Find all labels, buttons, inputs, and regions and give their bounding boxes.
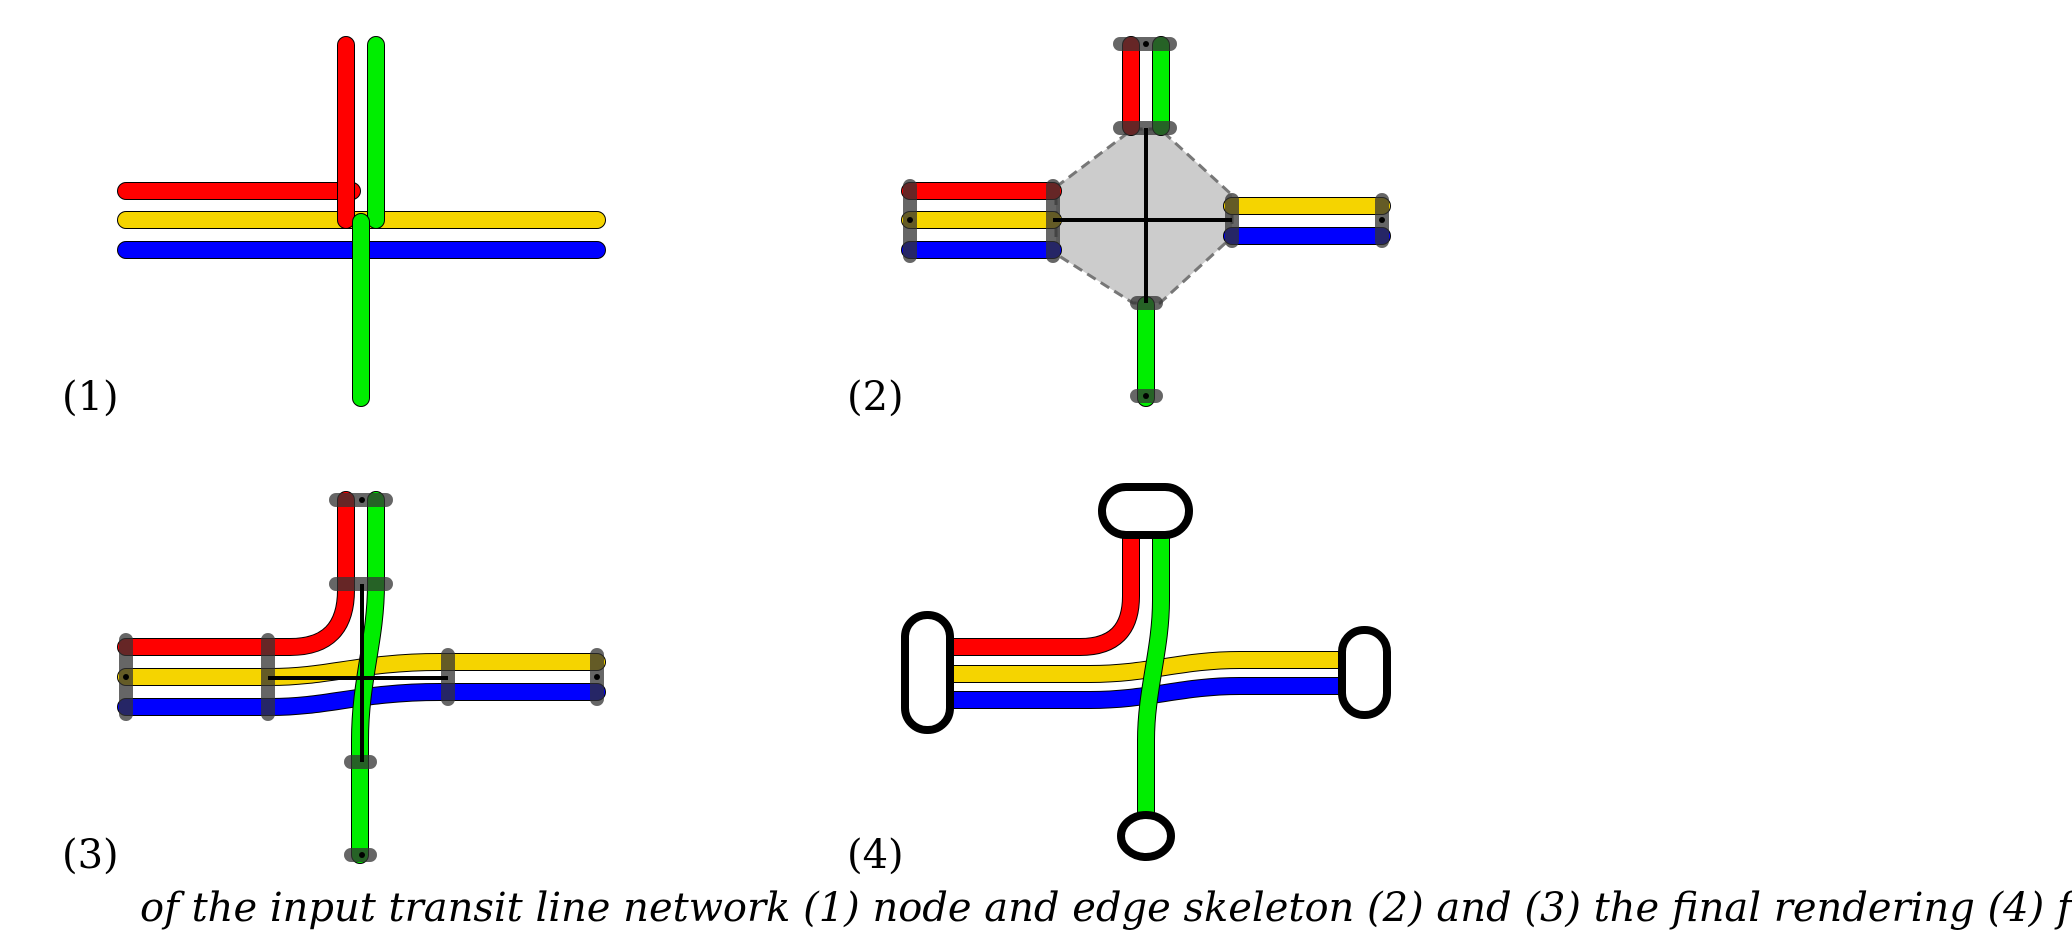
panel-1-input-network: (1) <box>62 36 606 420</box>
panel-label-3: (3) <box>62 832 119 878</box>
station-markers <box>901 483 1391 861</box>
station-right <box>1338 626 1391 719</box>
figure-caption: of the input transit line network (1) no… <box>0 885 2072 931</box>
panel-4-final-rendering: (4) <box>847 483 1391 878</box>
station-bottom <box>1117 811 1175 861</box>
final-lines <box>952 535 1340 815</box>
station-top <box>1098 483 1193 539</box>
panel-label-1: (1) <box>62 374 119 420</box>
left-stubs <box>901 182 1062 259</box>
skeleton-nodes <box>907 41 1385 399</box>
station-left <box>901 611 954 734</box>
panel-label-2: (2) <box>847 374 904 420</box>
top-stubs <box>1122 36 1170 136</box>
panel-3-routing: (3) <box>62 491 606 878</box>
right-stubs <box>1223 197 1391 245</box>
skeleton-nodes-3 <box>123 497 600 858</box>
caption-text: of the input transit line network (1) no… <box>140 885 2072 931</box>
panel-label-4: (4) <box>847 832 904 878</box>
skeleton-edges <box>1053 128 1232 303</box>
skeleton-edges-3 <box>268 584 448 762</box>
transit-map-figure: (1) <box>62 36 1391 878</box>
panel-2-skeleton: (2) <box>847 36 1391 420</box>
